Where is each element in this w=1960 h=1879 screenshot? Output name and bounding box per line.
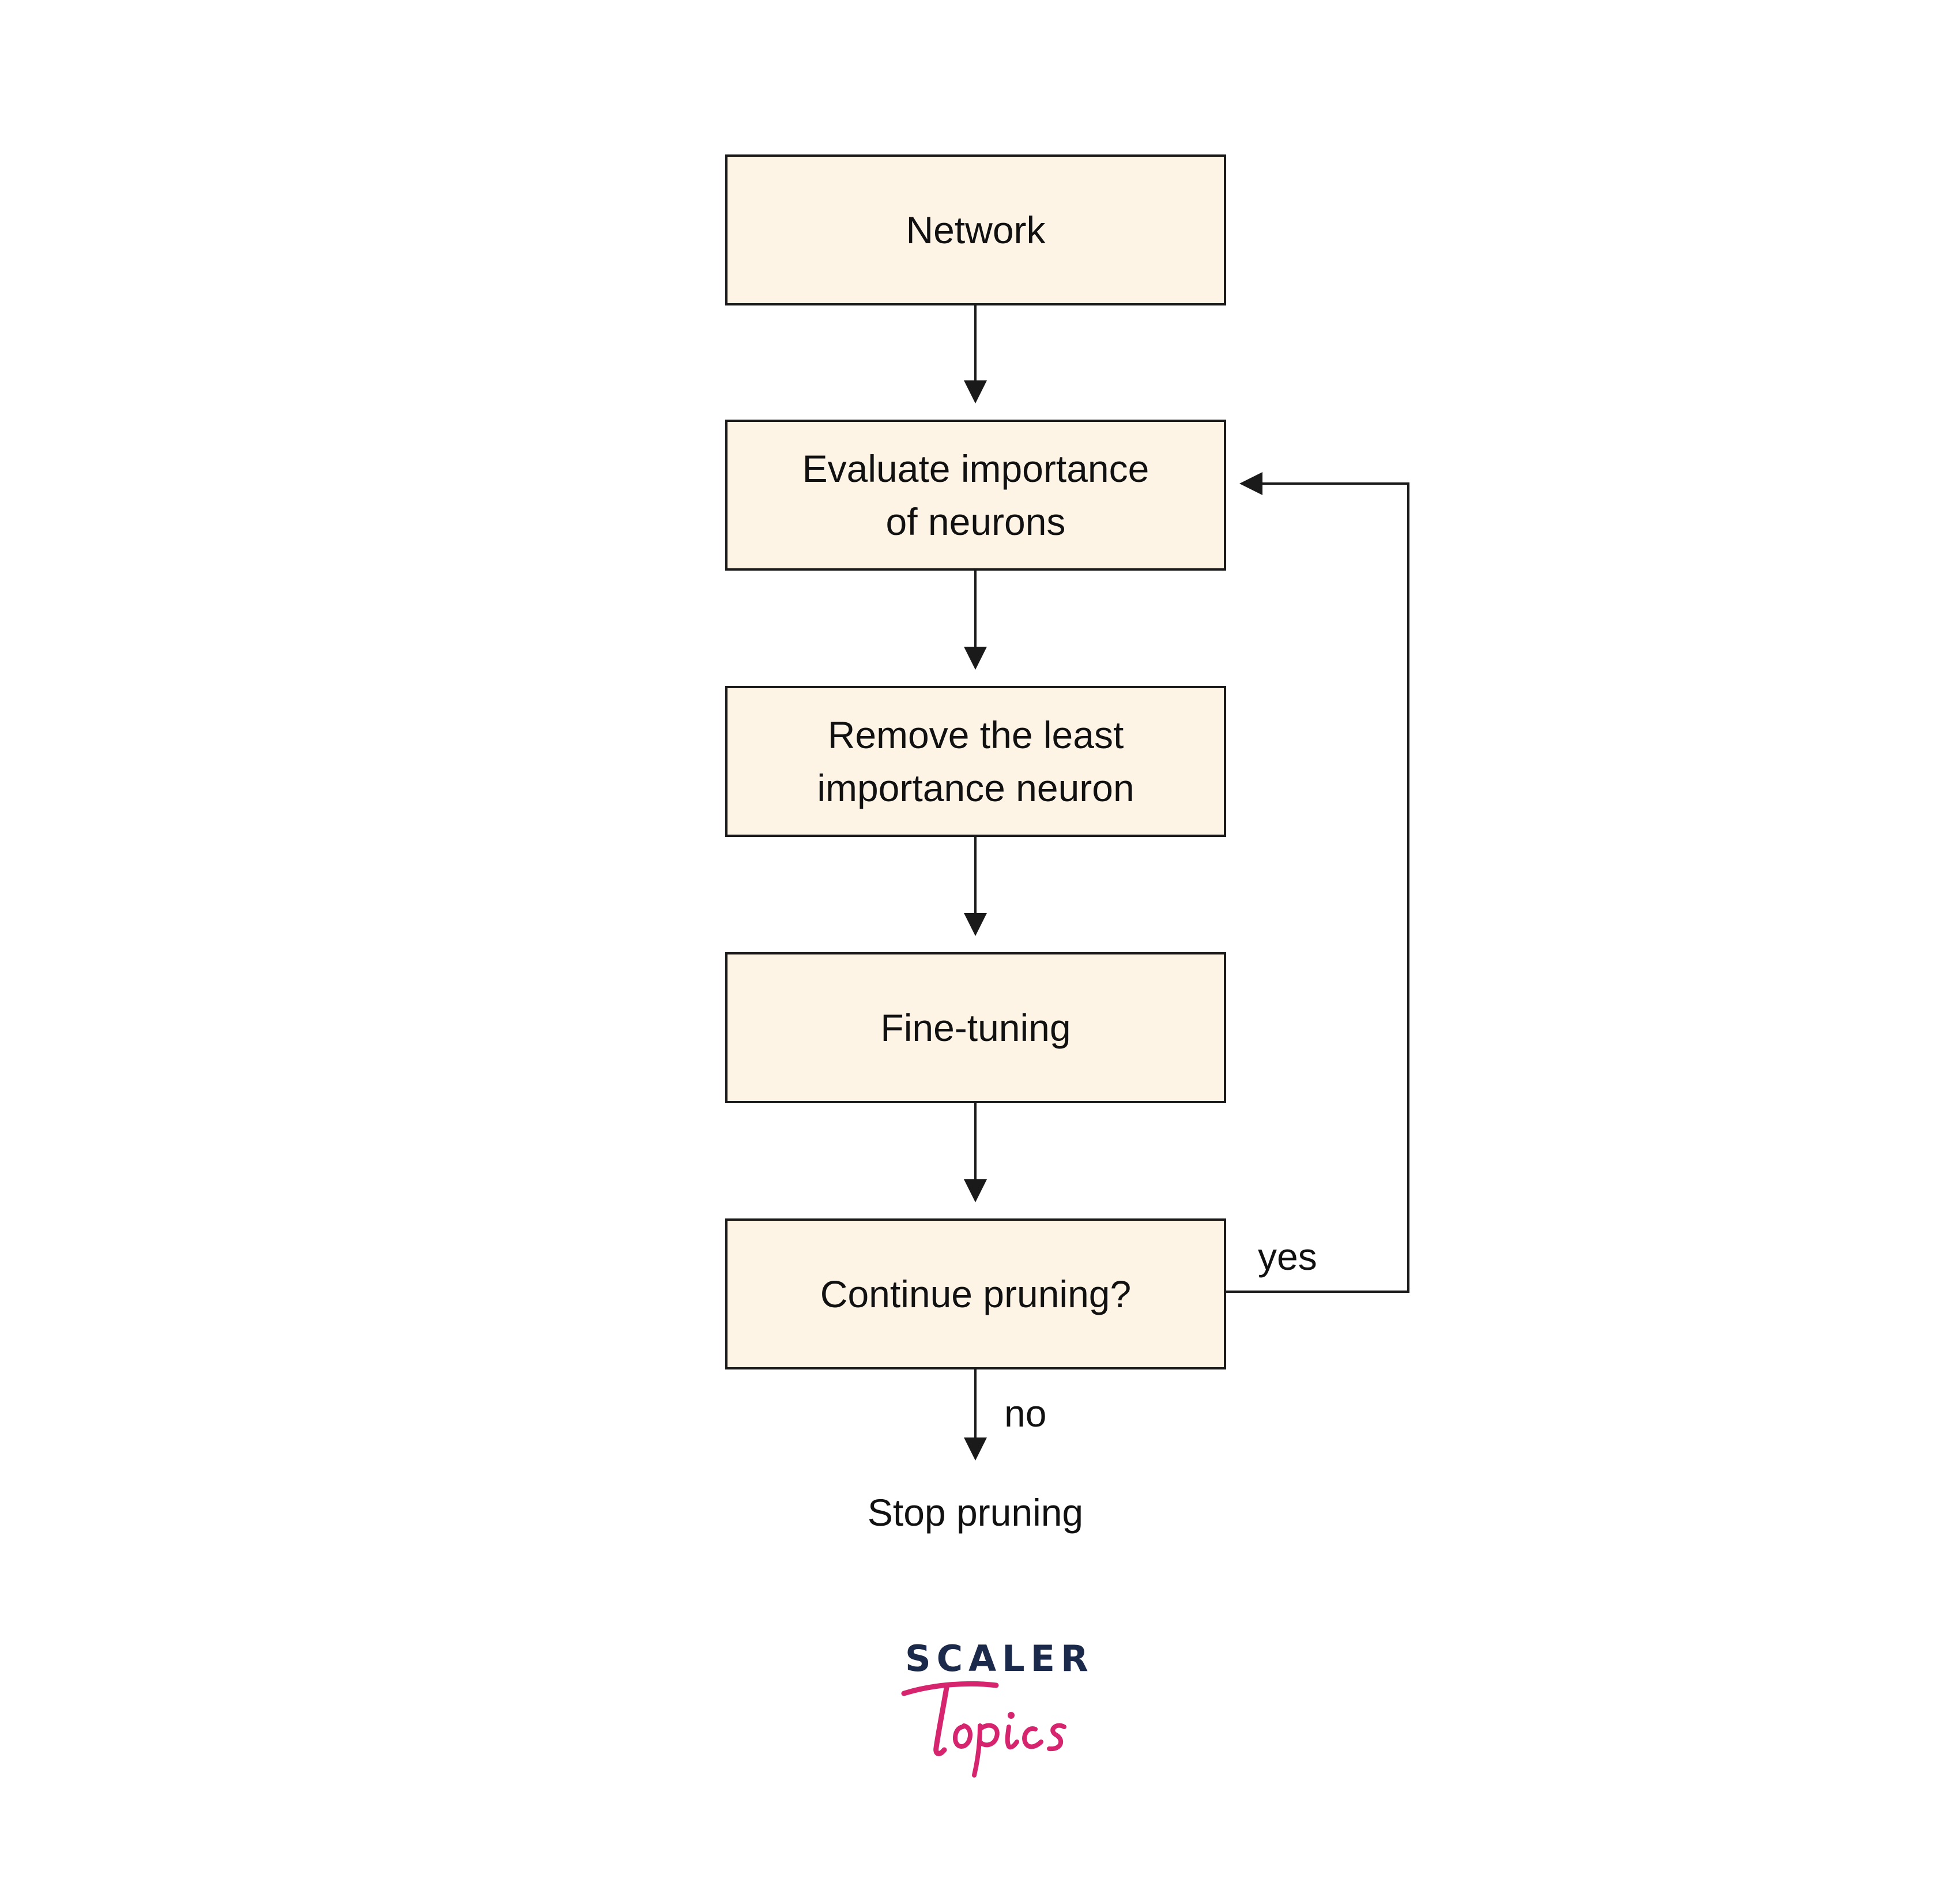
scaler-topics-logo: SCALER [888,1637,1088,1787]
arrow-finetune-to-continue [964,1103,987,1202]
node-continue-pruning-label: Continue pruning? [820,1273,1132,1315]
logo-scaler-word: SCALER [905,1637,1094,1680]
arrow-yes-loop [1226,472,1409,1293]
node-network-label: Network [906,209,1046,251]
node-evaluate-importance: Evaluate importance of neurons [725,420,1226,571]
node-fine-tuning-label: Fine-tuning [880,1006,1071,1049]
node-remove-neuron-label: Remove the least importance neuron [817,714,1134,809]
arrow-remove-to-finetune [964,837,987,936]
arrow-continue-to-stop [964,1369,987,1461]
node-remove-neuron: Remove the least importance neuron [725,686,1226,837]
node-network: Network [725,154,1226,305]
arrow-evaluate-to-remove [964,571,987,670]
logo-topics-script [901,1681,1066,1778]
terminal-stop-pruning: Stop pruning [867,1491,1084,1534]
node-fine-tuning: Fine-tuning [725,952,1226,1103]
node-evaluate-importance-label: Evaluate importance of neurons [802,447,1149,543]
edge-label-no: no [1004,1392,1047,1435]
edge-label-yes: yes [1258,1235,1317,1278]
node-continue-pruning: Continue pruning? [725,1218,1226,1369]
arrow-network-to-evaluate [964,305,987,403]
